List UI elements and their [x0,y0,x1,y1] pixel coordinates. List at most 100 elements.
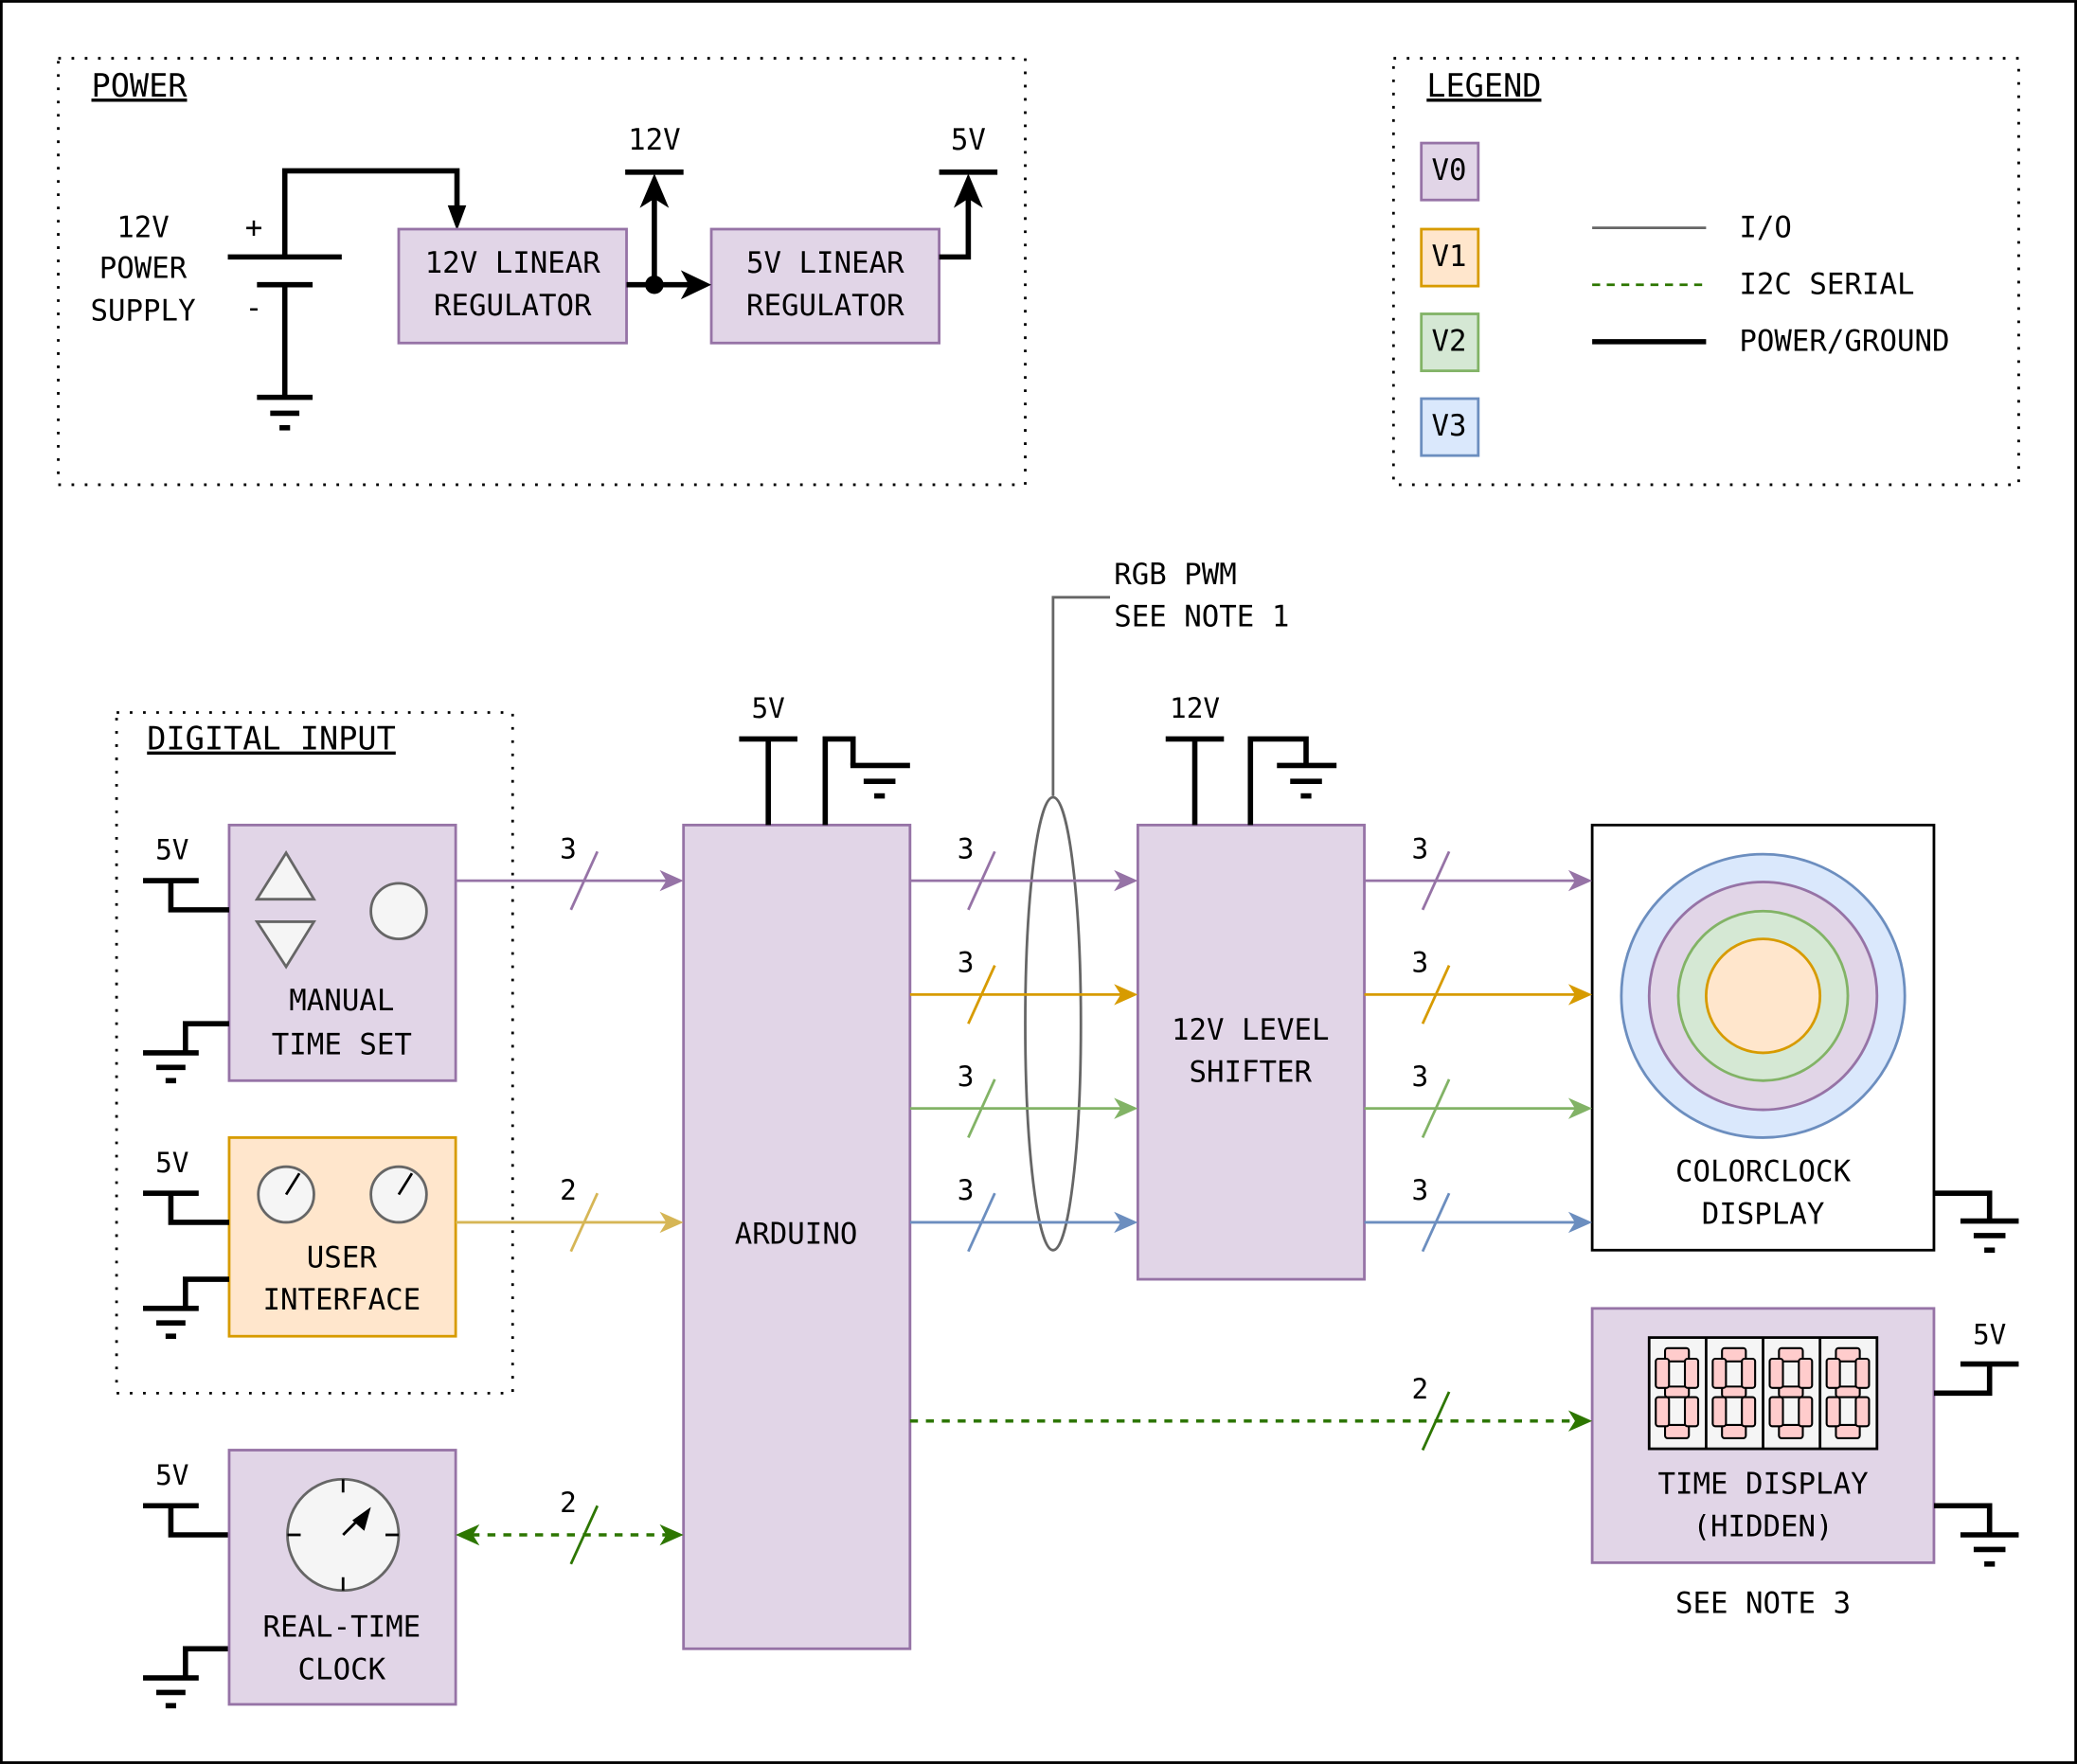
rtc-label-1: REAL-TIME [263,1611,421,1645]
see-note-3: SEE NOTE 3 [1675,1587,1851,1621]
minus-sign: - [245,292,263,326]
arrowhead [456,1523,480,1546]
segment [1835,1423,1861,1439]
bus-width-slash [569,1192,600,1253]
supply-label-3: SUPPLY [91,294,196,328]
arrowhead [1114,1211,1138,1234]
legend-line-label: I/O [1739,210,1792,244]
segment [1655,1396,1671,1428]
segment [1721,1423,1747,1439]
legend-swatch-v2 [1420,312,1480,373]
rtc-label-2: CLOCK [298,1652,386,1686]
segment [1798,1357,1814,1389]
arrowhead [1567,1410,1593,1432]
bus-width-label: 3 [1411,1174,1428,1206]
legend-swatch-v3 [1420,397,1480,457]
bus-width-label: 3 [1411,1060,1428,1093]
bus-width-label: 3 [560,832,577,864]
seven-segment-display-icon [1647,1336,1879,1451]
bus-width-label: 2 [1411,1373,1428,1405]
rail-12v-label: 12V [1170,692,1220,724]
manual-label-2: TIME SET [272,1027,412,1061]
supply-label-1: 12V [116,210,170,244]
knob-icon[interactable] [257,1165,315,1224]
segment [1711,1396,1728,1428]
set-button-icon[interactable] [369,882,428,941]
power-title: POWER [92,67,188,104]
bus-width-slash [967,1192,996,1253]
bus-width-slash [569,850,600,911]
legend-swatch-label: V3 [1432,409,1467,443]
regulator-5v [709,227,941,345]
left-power-stubs: 5V 5V 5V [143,834,229,1709]
legend-swatch-label: V2 [1432,325,1467,359]
segment [1854,1396,1871,1428]
ground-icon [1933,1190,2019,1254]
arduino-block [682,823,912,1650]
bus-width-label: 3 [958,947,975,979]
regulator-12v [397,227,628,345]
power-group: POWER 12V POWER SUPPLY + - 12V LINEAR RE… [57,57,1027,487]
legend-swatch-v0 [1420,141,1480,202]
bus-width-slash [1421,1391,1451,1452]
legend-line-label: POWER/GROUND [1739,325,1949,359]
user-interface-block [227,1136,457,1338]
arrowhead [659,869,684,892]
legend-line-label: I2C SERIAL [1739,268,1914,302]
legend-swatch-label: V0 [1432,153,1467,187]
level-shifter-block [1136,823,1366,1281]
segment [1768,1396,1784,1428]
arrowhead [659,1211,684,1234]
legend-title: LEGEND [1426,67,1541,104]
down-arrow-button-icon[interactable] [254,920,316,970]
battery-icon [227,168,467,398]
bus-width-slash [1421,1078,1451,1139]
bus-width-slash [569,1505,600,1565]
bus-width-label: 3 [958,832,975,864]
rail-5v-label: 5V [155,1459,188,1491]
bus-width-label: 3 [958,1060,975,1093]
arrowhead [659,1523,684,1546]
rgb-pwm-callout-leader [1051,596,1111,796]
rgb-pwm-bundle-ellipse [1024,795,1083,1252]
segment [1825,1396,1841,1428]
segment [1778,1423,1804,1439]
up-arrow-button-icon[interactable] [254,850,316,901]
bus-width-slash [1421,965,1451,1025]
legend-swatch-v1 [1420,227,1480,288]
timedisplay-label-1: TIME DISPLAY [1657,1468,1868,1502]
segment [1721,1346,1747,1363]
segment [1835,1346,1861,1363]
segment [1741,1357,1757,1389]
segment [1798,1396,1814,1428]
segment [1711,1357,1728,1389]
arrowhead [1567,869,1593,892]
legend-swatch-label: V1 [1432,240,1467,274]
rgb-pwm-note-2: SEE NOTE 1 [1114,600,1289,634]
manual-time-set-block [227,823,457,1082]
bus-width-slash [1421,1192,1451,1253]
manual-label-1: MANUAL [289,984,394,1018]
bus-width-slash [1421,850,1451,911]
arrowhead [1567,984,1593,1006]
reg12-label-1: 12V LINEAR [425,246,601,280]
reg5-label-2: REGULATOR [746,289,904,323]
ui-label-2: INTERFACE [263,1283,421,1317]
bus-width-label: 2 [560,1487,577,1519]
knob-icon[interactable] [369,1165,428,1224]
plus-sign: + [245,210,263,244]
rail-5v-label: 5V [752,692,785,724]
arrowhead [1114,984,1138,1006]
shifter-label-2: SHIFTER [1189,1056,1312,1090]
segment [1663,1423,1691,1439]
arrowhead [1567,1097,1593,1119]
shifter-power-icons: 12V [1165,692,1337,826]
arrowhead [1114,869,1138,892]
bus-width-label: 2 [560,1174,577,1206]
bus-width-slash [967,850,996,911]
segment [1663,1385,1691,1399]
segment [1825,1357,1841,1389]
